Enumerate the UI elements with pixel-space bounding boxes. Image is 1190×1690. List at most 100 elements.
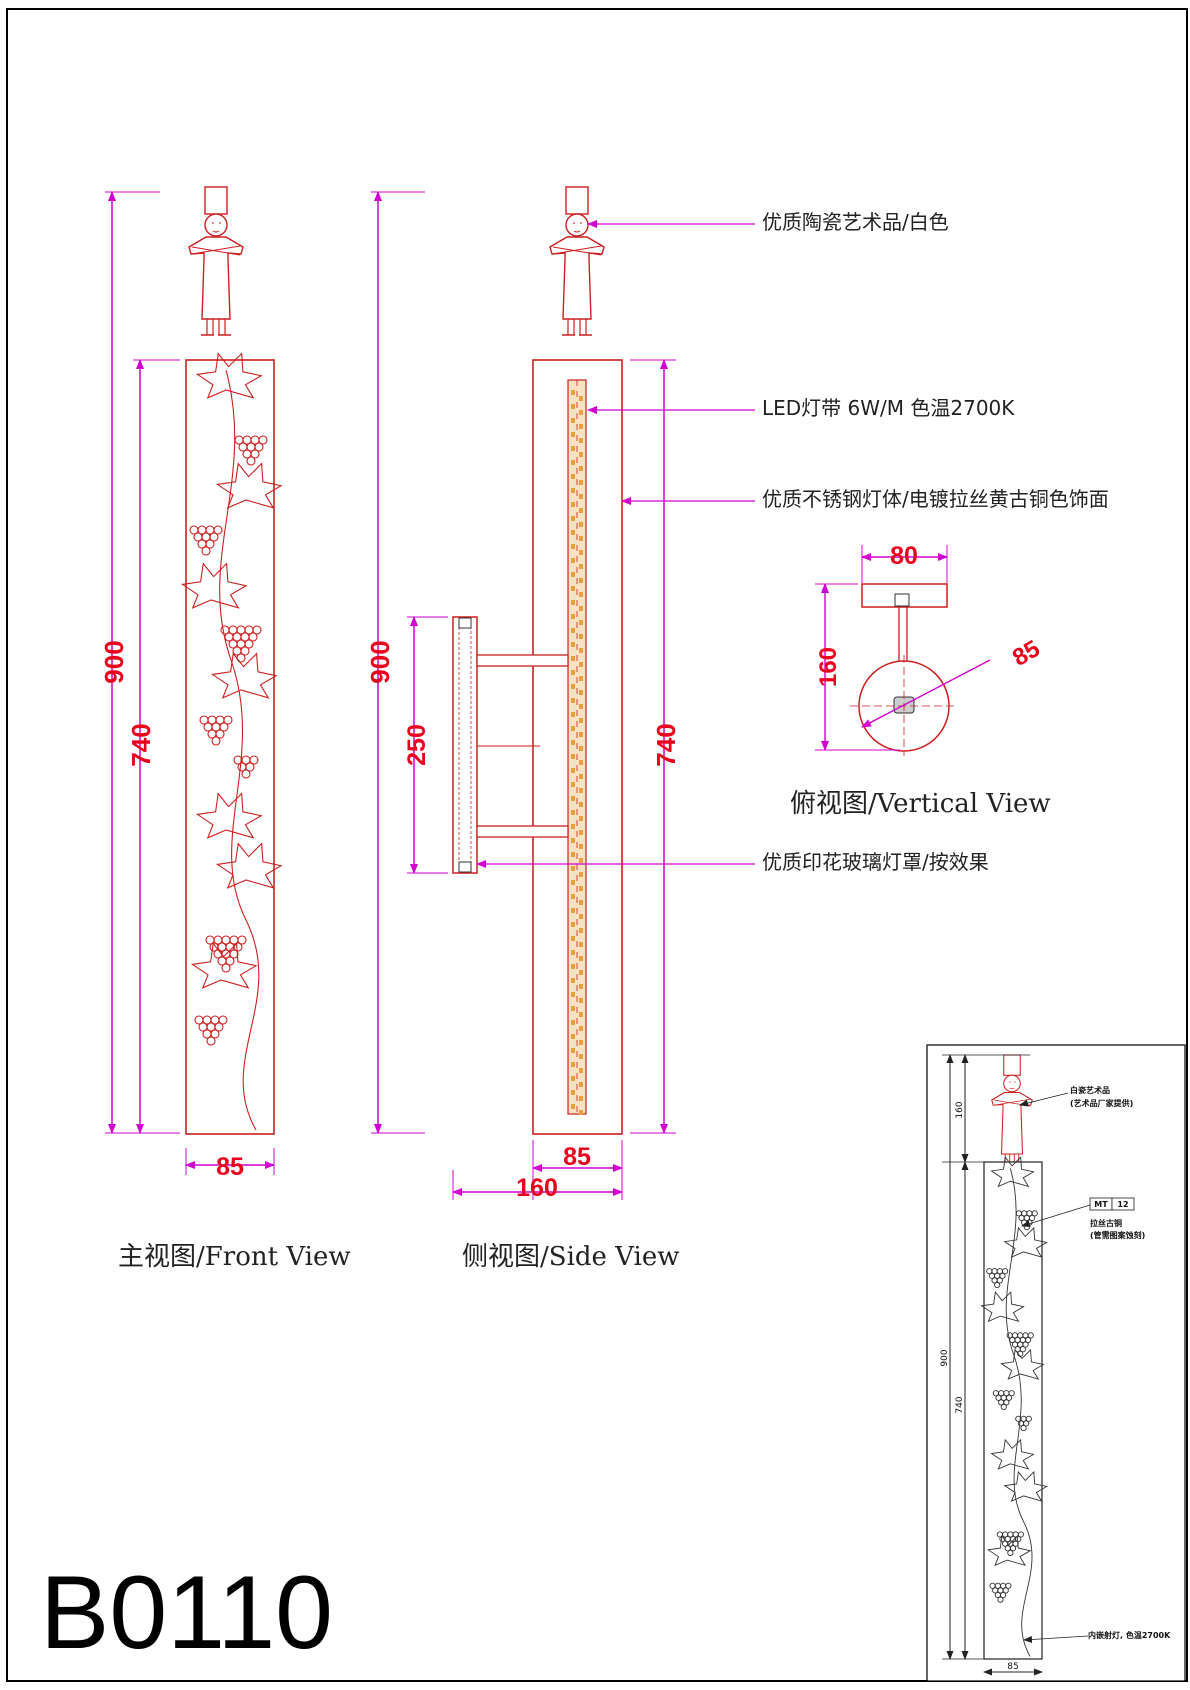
led-chip — [571, 516, 575, 521]
grape — [1022, 1341, 1029, 1348]
callout-ceramic: 优质陶瓷艺术品/白色 — [762, 210, 949, 234]
sheet-border — [6, 8, 1188, 1682]
led-chip — [571, 558, 575, 563]
inset-leader-art — [1019, 1092, 1069, 1107]
led-chip — [571, 894, 575, 899]
grape — [249, 755, 259, 765]
inset-dim-85: 85 — [1007, 1662, 1018, 1672]
led-chip — [571, 656, 575, 661]
led-chip — [571, 838, 575, 843]
led-chip — [579, 886, 583, 891]
vine-stem — [219, 369, 260, 1131]
vine-leaf — [990, 1438, 1035, 1470]
led-chip — [571, 502, 575, 507]
led-chip — [571, 1006, 575, 1011]
led-chip — [571, 390, 575, 395]
inset-note-material: 拉丝古铜 — [1090, 1218, 1122, 1228]
led-chip — [571, 978, 575, 983]
callout-led: LED灯带 6W/M 色温2700K — [762, 396, 1015, 420]
grape — [1017, 1531, 1024, 1538]
vine-leaf — [1003, 1226, 1048, 1258]
led-chip — [571, 530, 575, 535]
grape — [1008, 1390, 1015, 1397]
grape — [201, 546, 211, 556]
grape — [211, 736, 221, 746]
led-chip — [579, 788, 583, 793]
led-chip — [571, 740, 575, 745]
led-chip — [579, 620, 583, 625]
led-chip — [571, 852, 575, 857]
led-chip — [579, 592, 583, 597]
led-chip — [579, 816, 583, 821]
led-chip — [571, 992, 575, 997]
led-chip — [579, 1110, 583, 1115]
grape — [1019, 1346, 1026, 1353]
led-chip — [571, 460, 575, 465]
led-chip — [579, 1054, 583, 1059]
led-chip — [579, 410, 583, 415]
grape — [1017, 1350, 1024, 1357]
vine-leaf — [180, 562, 248, 609]
grape — [209, 532, 219, 542]
led-chip — [579, 578, 583, 583]
grape — [210, 1029, 220, 1039]
led-chip — [571, 866, 575, 871]
grape — [237, 935, 247, 945]
led-chip — [571, 1020, 575, 1025]
led-chip — [571, 880, 575, 885]
led-chip — [571, 432, 575, 437]
grape — [252, 625, 262, 635]
led-chip — [579, 704, 583, 709]
vertical-view: 80 160 85 俯视图/Vertical View — [790, 542, 1051, 819]
led-chip — [579, 1068, 583, 1073]
vine-leaf — [215, 842, 283, 889]
led-chip — [579, 956, 583, 961]
led-chip — [579, 732, 583, 737]
led-chip — [571, 544, 575, 549]
side-dim-250: 250 — [403, 724, 431, 766]
led-chip — [579, 1040, 583, 1045]
grape — [1000, 1403, 1007, 1411]
grape — [1007, 1549, 1014, 1556]
led-chip — [571, 768, 575, 773]
vine-leaf — [210, 652, 278, 699]
grape — [1029, 1214, 1036, 1222]
led-chip — [579, 634, 583, 639]
support-arm-bottom — [476, 825, 569, 838]
led-chip — [579, 424, 583, 429]
led-chip — [579, 536, 583, 541]
plate-bolt — [894, 593, 910, 607]
led-chip — [571, 614, 575, 619]
grape — [241, 769, 251, 779]
side-view: 900 250 740 85 160 侧视图/Side View — [365, 186, 681, 1272]
grape — [1020, 1424, 1027, 1432]
grape — [218, 1015, 228, 1025]
grape — [1009, 1545, 1017, 1552]
glass-shade-outline — [452, 616, 478, 874]
led-chip — [579, 676, 583, 681]
material-tag-num-box — [1111, 1197, 1135, 1211]
grape — [221, 963, 231, 973]
led-chip — [571, 1076, 575, 1081]
led-chip — [571, 418, 575, 423]
grape — [225, 956, 235, 966]
front-dim-900: 900 — [99, 640, 129, 683]
vine-leaf — [215, 462, 283, 509]
grape — [1023, 1420, 1030, 1427]
led-chip — [579, 438, 583, 443]
led-chip — [571, 782, 575, 787]
led-chip — [579, 760, 583, 765]
grape — [1025, 1336, 1032, 1344]
led-chip — [579, 1026, 583, 1031]
led-chip — [579, 564, 583, 569]
led-chip — [571, 796, 575, 801]
led-chip — [571, 824, 575, 829]
grape — [206, 1036, 216, 1046]
led-chip — [579, 746, 583, 751]
led-chip — [579, 648, 583, 653]
grape — [213, 525, 223, 535]
vine-leaf — [195, 352, 263, 399]
vv-dim-85-line — [861, 659, 991, 728]
led-chip — [571, 586, 575, 591]
